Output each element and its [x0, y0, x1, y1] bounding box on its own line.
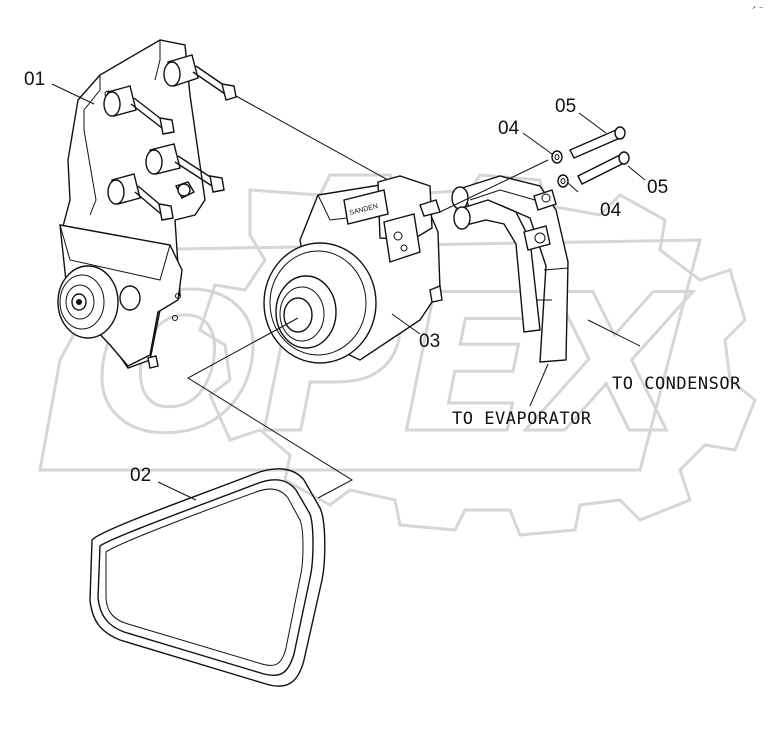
bolt-05-upper — [569, 126, 626, 159]
spacer-bolt-mid — [103, 85, 175, 135]
callout-03: 03 — [419, 331, 440, 352]
note-to-condensor: TO CONDENSOR — [612, 374, 741, 394]
washer-04-lower — [557, 174, 569, 188]
callout-02: 02 — [130, 465, 151, 486]
spacer-bolt-lower — [145, 143, 225, 193]
callout-05-lower: 05 — [647, 177, 668, 198]
leader-lines — [51, 83, 646, 501]
callout-04-upper: 04 — [498, 118, 520, 139]
drive-belt-02 — [89, 468, 326, 687]
assembly-line-lower — [187, 317, 354, 499]
note-to-evaporator: TO EVAPORATOR — [452, 409, 592, 429]
bolt-05-lower — [577, 151, 630, 185]
compressor-03: SANDEN — [263, 175, 443, 364]
spacer-bolt-bottom — [107, 173, 174, 221]
washer-04-upper — [551, 150, 563, 164]
mounting-bracket-01 — [57, 39, 237, 369]
refrigerant-hoses — [451, 175, 569, 363]
callout-01: 01 — [24, 69, 45, 90]
corner-mark: ↗ — — [752, 4, 763, 11]
spacer-bolt-upper — [163, 54, 237, 101]
callout-04-lower: 04 — [600, 200, 622, 221]
assembly-line-fasteners — [439, 159, 549, 213]
assembly-line-upper — [235, 95, 389, 181]
callout-05-upper: 05 — [555, 96, 576, 117]
